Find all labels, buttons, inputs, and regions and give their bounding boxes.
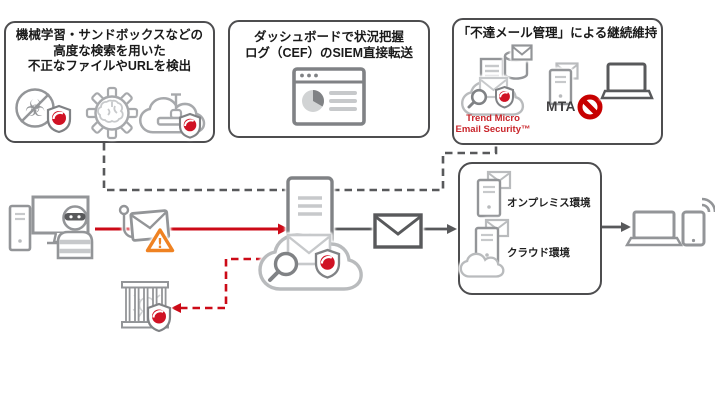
attacker-icon (8, 195, 94, 260)
dashboard-icon (292, 67, 366, 126)
delivery-arrow-head (447, 224, 457, 234)
cloud-server-icon (459, 218, 510, 278)
warning-icon: ! (145, 228, 175, 253)
product-name-line-2: Email Security™ (455, 124, 531, 135)
cloud-env-label: クラウド環境 (507, 247, 570, 259)
mail-store-envelope-icon (511, 44, 533, 61)
blocked-icon (577, 94, 603, 120)
dashboard-box-title: ダッシュボードで状況把握 ログ（CEF）のSIEM直接転送 (230, 30, 428, 61)
quarantine-arrow-head (171, 303, 181, 313)
quarantine-icon (121, 281, 172, 333)
footer-underline-bar (2, 377, 370, 382)
onpremise-server-icon (476, 170, 512, 218)
product-name-line-1: Trend Micro (466, 113, 520, 124)
dashboard-line-2: ログ（CEF）のSIEM直接転送 (244, 45, 414, 60)
sandbox-icon (138, 93, 206, 139)
detection-line-1: 機械学習・サンドボックスなどの (15, 28, 204, 42)
user-arrow-head (621, 222, 631, 232)
mta-label: MTA (546, 99, 576, 114)
attack-arrow-head (278, 223, 289, 235)
email-security-cloud-icon (460, 76, 525, 116)
onpremise-label: オンプレミス環境 (507, 197, 591, 209)
dashed-connector-line (102, 143, 498, 192)
detection-line-3: 不正なファイルやURLを検出 (27, 59, 192, 73)
user-devices-icon (624, 197, 715, 247)
mta-server-icon (548, 68, 573, 106)
product-name: Trend Micro Email Security™ (444, 113, 542, 135)
continuity-box-title: 「不達メール管理」による継続維持 (457, 26, 658, 40)
sender-laptop-icon (600, 62, 654, 100)
machine-learning-icon (85, 86, 139, 140)
svg-text:!: ! (157, 237, 163, 252)
detection-line-2: 高度な検索を用いた (53, 43, 166, 58)
scan-cloud-icon (258, 233, 363, 291)
quarantine-dashed-line (181, 257, 276, 310)
detection-box-title: 機械学習・サンドボックスなどの 高度な検索を用いた 不正なファイルやURLを検出 (6, 28, 213, 75)
dashboard-line-1: ダッシュボードで状況把握 (253, 30, 404, 44)
mail-icon (373, 213, 423, 249)
malware-blocked-icon: ☣ (15, 88, 72, 134)
